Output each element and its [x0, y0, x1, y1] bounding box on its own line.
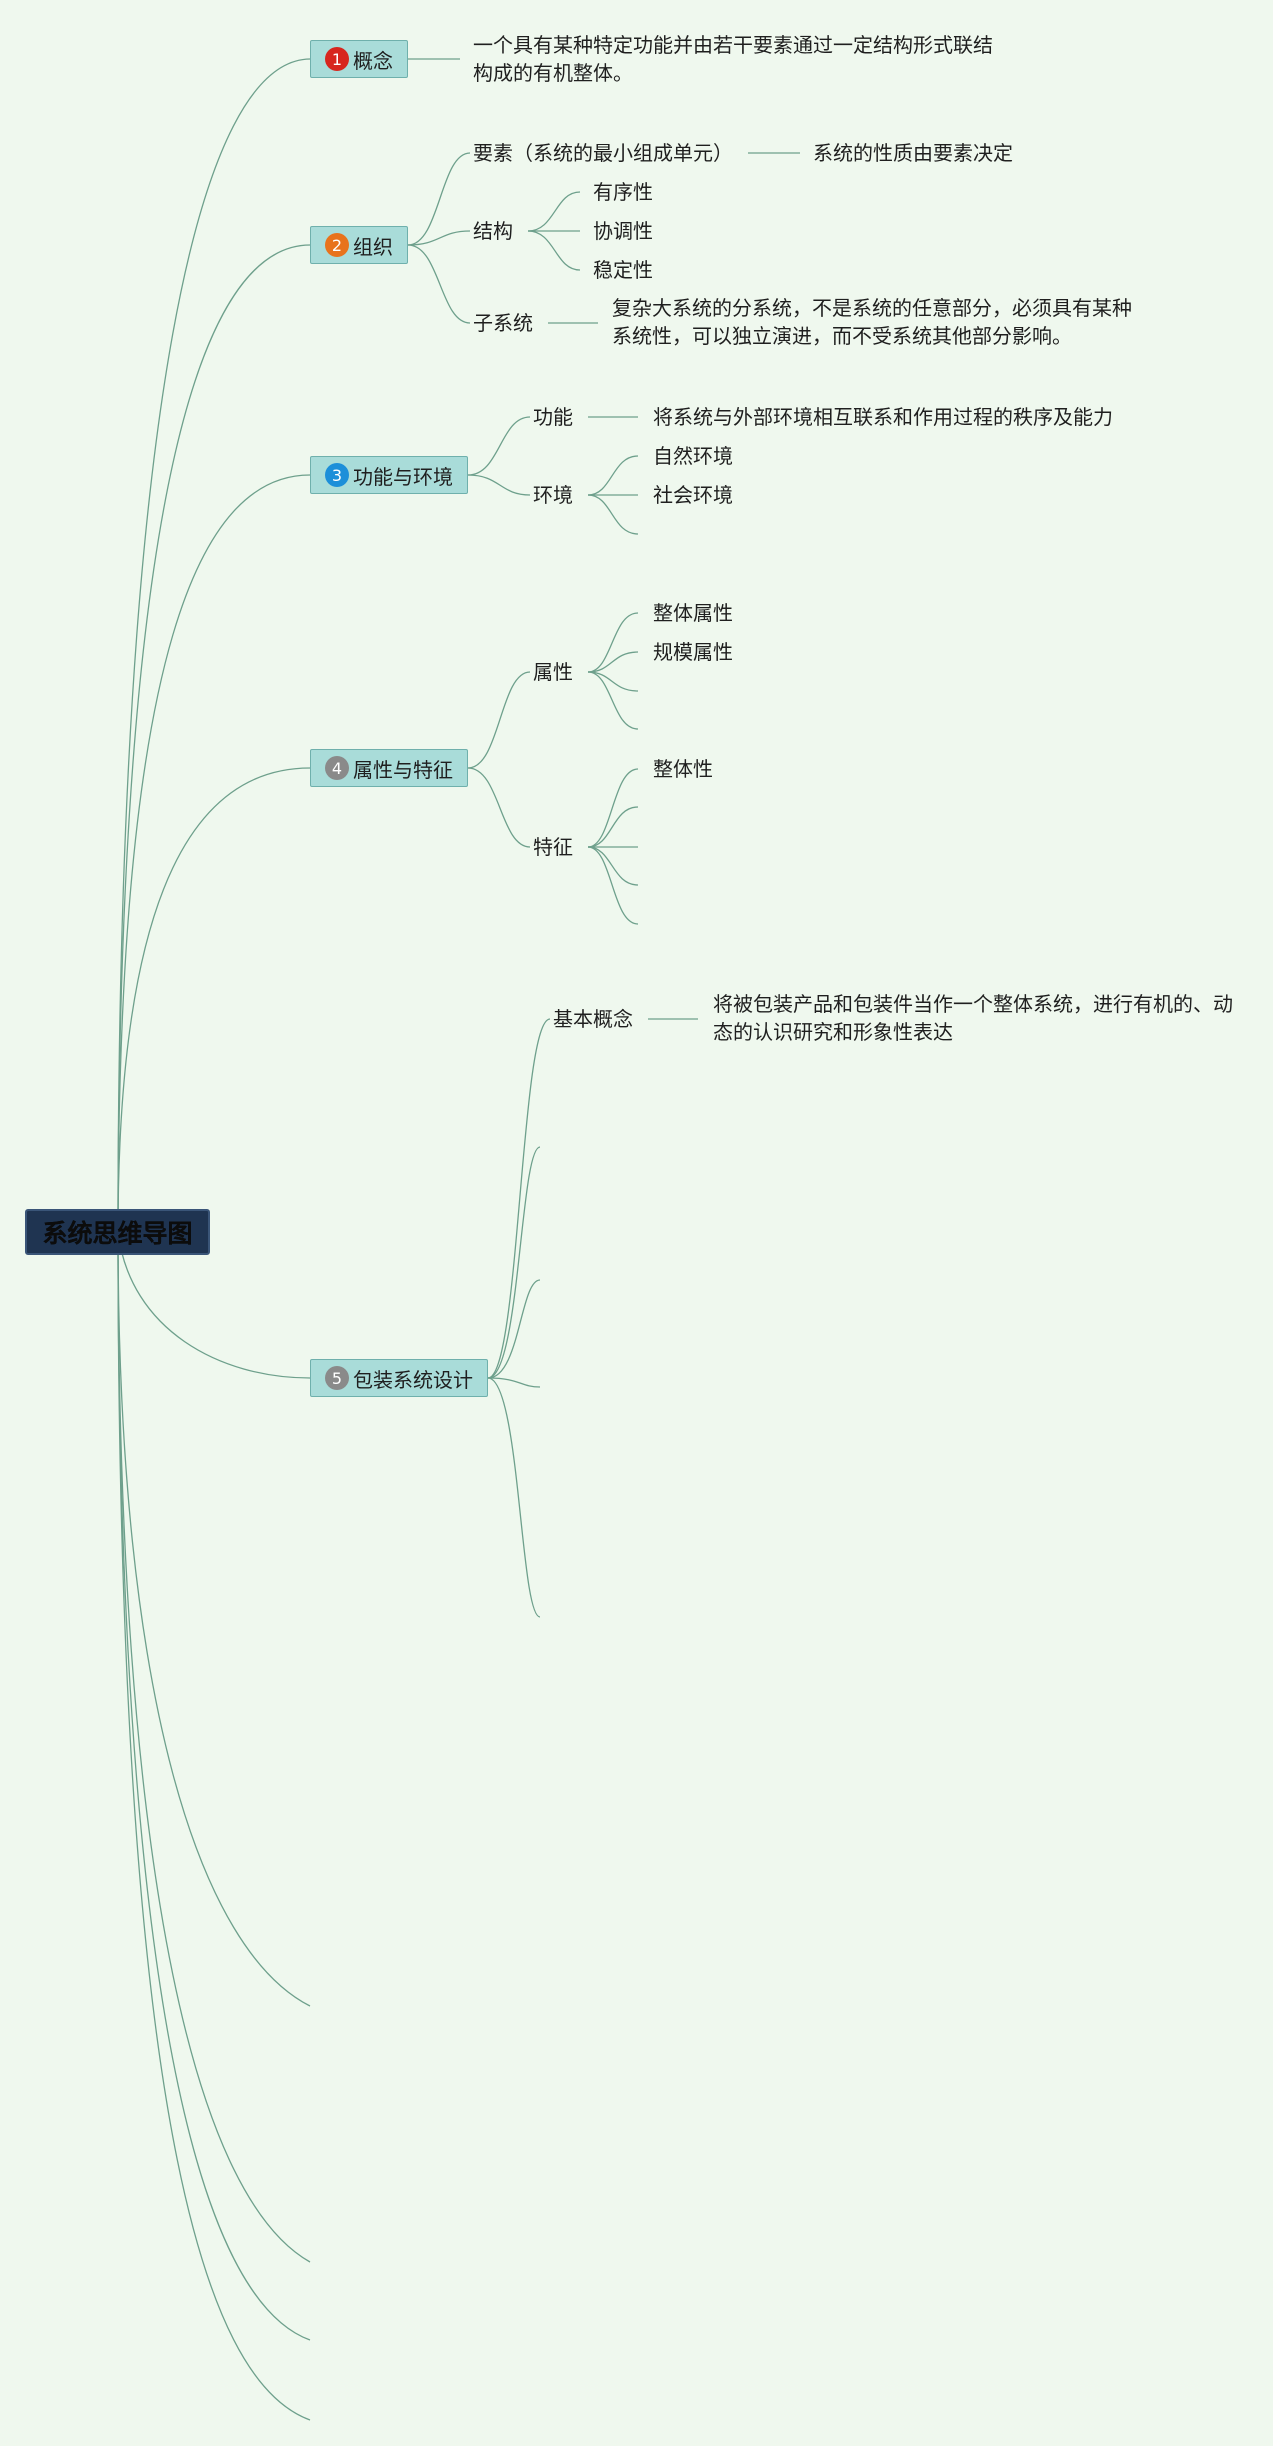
topic-function-environment[interactable]: 3 功能与环境 — [310, 456, 468, 494]
link-topic5-empty1 — [487, 1146, 541, 1379]
topic-label: 组织 — [353, 234, 393, 259]
priority-5-icon: 5 — [325, 1366, 349, 1390]
topic-attributes-features[interactable]: 4 属性与特征 — [310, 749, 468, 787]
link-attr-item2 — [587, 651, 639, 673]
link-attr-item1 — [587, 612, 639, 673]
topic-label: 包装系统设计 — [353, 1367, 473, 1392]
link-root-topic2 — [117, 244, 311, 1233]
link-env-item3 — [587, 494, 639, 535]
topic-label: 功能与环境 — [353, 464, 453, 489]
link-structure-item3 — [527, 230, 581, 271]
node-feature[interactable]: 特征 — [533, 835, 573, 859]
node-subsystem[interactable]: 子系统 — [473, 311, 533, 335]
link-root-empty3 — [117, 1231, 311, 2341]
priority-3-icon: 3 — [325, 463, 349, 487]
concept-description: 一个具有某种特定功能并由若干要素通过一定结构形式联结构成的有机整体。 — [473, 33, 993, 85]
link-structure-item1 — [527, 191, 581, 232]
link-topic5-empty4 — [487, 1377, 541, 1618]
link-root-topic4 — [117, 767, 311, 1233]
node-attribute[interactable]: 属性 — [533, 660, 573, 684]
node-environment[interactable]: 环境 — [533, 483, 573, 507]
link-feat-item4 — [587, 846, 639, 886]
link-topic3-function — [467, 416, 531, 476]
link-topic2-structure — [407, 230, 471, 246]
topic-label: 属性与特征 — [353, 757, 453, 782]
priority-1-icon: 1 — [325, 47, 349, 71]
root-topic[interactable]: 系统思维导图 — [25, 1209, 210, 1255]
link-attr-item4 — [587, 671, 639, 730]
root-title: 系统思维导图 — [42, 1219, 193, 1248]
link-attr-item3 — [587, 671, 639, 692]
link-feat-item2 — [587, 806, 639, 848]
link-topic5-empty2 — [487, 1279, 541, 1379]
link-topic3-environment — [467, 474, 531, 496]
node-natural-environment[interactable]: 自然环境 — [653, 444, 733, 468]
node-overall-attribute[interactable]: 整体属性 — [653, 601, 733, 625]
priority-4-icon: 4 — [325, 756, 349, 780]
node-element[interactable]: 要素（系统的最小组成单元） — [473, 141, 733, 165]
link-topic4-feature — [467, 767, 531, 848]
link-topic5-concept — [487, 1018, 551, 1379]
link-root-empty1 — [117, 1231, 311, 2007]
topic-organization[interactable]: 2 组织 — [310, 226, 408, 264]
node-subsystem-detail[interactable]: 复杂大系统的分系统，不是系统的任意部分，必须具有某种系统性，可以独立演进，而不受… — [612, 296, 1132, 348]
link-root-empty2 — [117, 1231, 311, 2263]
node-function[interactable]: 功能 — [533, 405, 573, 429]
priority-2-icon: 2 — [325, 233, 349, 257]
link-root-empty4 — [117, 1231, 311, 2421]
node-structure-orderliness[interactable]: 有序性 — [593, 180, 653, 204]
link-topic4-attribute — [467, 671, 531, 769]
topic-concept[interactable]: 1 概念 — [310, 40, 408, 78]
node-basic-concept[interactable]: 基本概念 — [553, 1007, 633, 1031]
node-function-detail[interactable]: 将系统与外部环境相互联系和作用过程的秩序及能力 — [653, 405, 1113, 429]
link-topic2-element — [407, 152, 471, 246]
topic-packaging-system-design[interactable]: 5 包装系统设计 — [310, 1359, 488, 1397]
link-feat-item5 — [587, 846, 639, 925]
link-topic2-subsystem — [407, 244, 471, 324]
topic-label: 概念 — [353, 48, 393, 73]
link-root-topic3 — [117, 474, 311, 1233]
link-root-topic5 — [117, 1231, 311, 1379]
node-wholeness[interactable]: 整体性 — [653, 757, 713, 781]
link-topic5-empty3 — [487, 1377, 541, 1388]
link-feat-item1 — [587, 768, 639, 848]
node-social-environment[interactable]: 社会环境 — [653, 483, 733, 507]
node-structure-stability[interactable]: 稳定性 — [593, 258, 653, 282]
node-scale-attribute[interactable]: 规模属性 — [653, 640, 733, 664]
node-structure[interactable]: 结构 — [473, 219, 513, 243]
link-env-item1 — [587, 455, 639, 496]
link-root-topic1 — [117, 58, 311, 1233]
node-element-detail[interactable]: 系统的性质由要素决定 — [813, 141, 1013, 165]
node-structure-coordination[interactable]: 协调性 — [593, 219, 653, 243]
node-basic-concept-detail[interactable]: 将被包装产品和包装件当作一个整体系统，进行有机的、动态的认识研究和形象性表达 — [713, 992, 1233, 1044]
